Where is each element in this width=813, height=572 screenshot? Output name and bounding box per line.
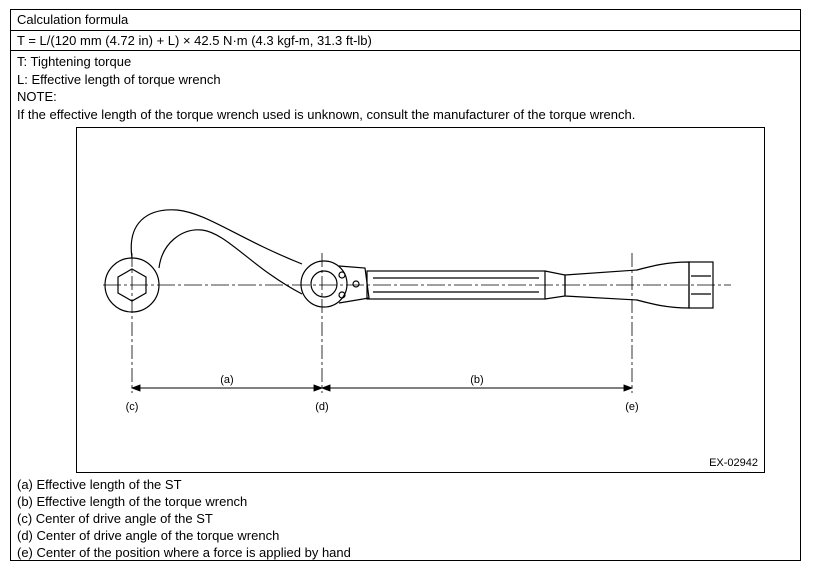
panel-title: Calculation formula bbox=[17, 12, 129, 27]
formula-row: T = L/(120 mm (4.72 in) + L) × 42.5 N·m … bbox=[11, 31, 800, 51]
wrench-illustration: (a) (b) (c) (d) (e) bbox=[103, 209, 731, 413]
point-label-d: (d) bbox=[315, 401, 328, 413]
legend-item-b: (b) Effective length of the torque wrenc… bbox=[17, 494, 248, 509]
dimension-label-b: (b) bbox=[470, 374, 483, 386]
figure-id: EX-02942 bbox=[709, 457, 758, 469]
dimension-label-a: (a) bbox=[220, 374, 233, 386]
legend-list: (a) Effective length of the ST (b) Effec… bbox=[17, 476, 351, 561]
point-label-c: (c) bbox=[126, 401, 139, 413]
legend-item-d: (d) Center of drive angle of the torque … bbox=[17, 528, 280, 543]
definitions-block: T: Tightening torque L: Effective length… bbox=[17, 53, 635, 123]
definition-t: T: Tightening torque bbox=[17, 54, 132, 69]
formula-text: T = L/(120 mm (4.72 in) + L) × 42.5 N·m … bbox=[17, 33, 372, 48]
panel-header: Calculation formula bbox=[11, 10, 800, 31]
legend-item-a: (a) Effective length of the ST bbox=[17, 477, 182, 492]
note-text: If the effective length of the torque wr… bbox=[17, 106, 636, 122]
legend-item-c: (c) Center of drive angle of the ST bbox=[17, 511, 213, 526]
note-label: NOTE: bbox=[17, 89, 57, 104]
definition-l: L: Effective length of torque wrench bbox=[17, 71, 221, 87]
point-label-e: (e) bbox=[625, 401, 638, 413]
wrench-figure: (a) (b) (c) (d) (e) EX-02942 bbox=[76, 127, 765, 473]
calculation-panel: Calculation formula T = L/(120 mm (4.72 … bbox=[10, 9, 801, 561]
st-tool-icon bbox=[104, 209, 303, 313]
legend-item-e: (e) Center of the position where a force… bbox=[17, 545, 351, 560]
wrench-head-icon bbox=[300, 260, 370, 308]
